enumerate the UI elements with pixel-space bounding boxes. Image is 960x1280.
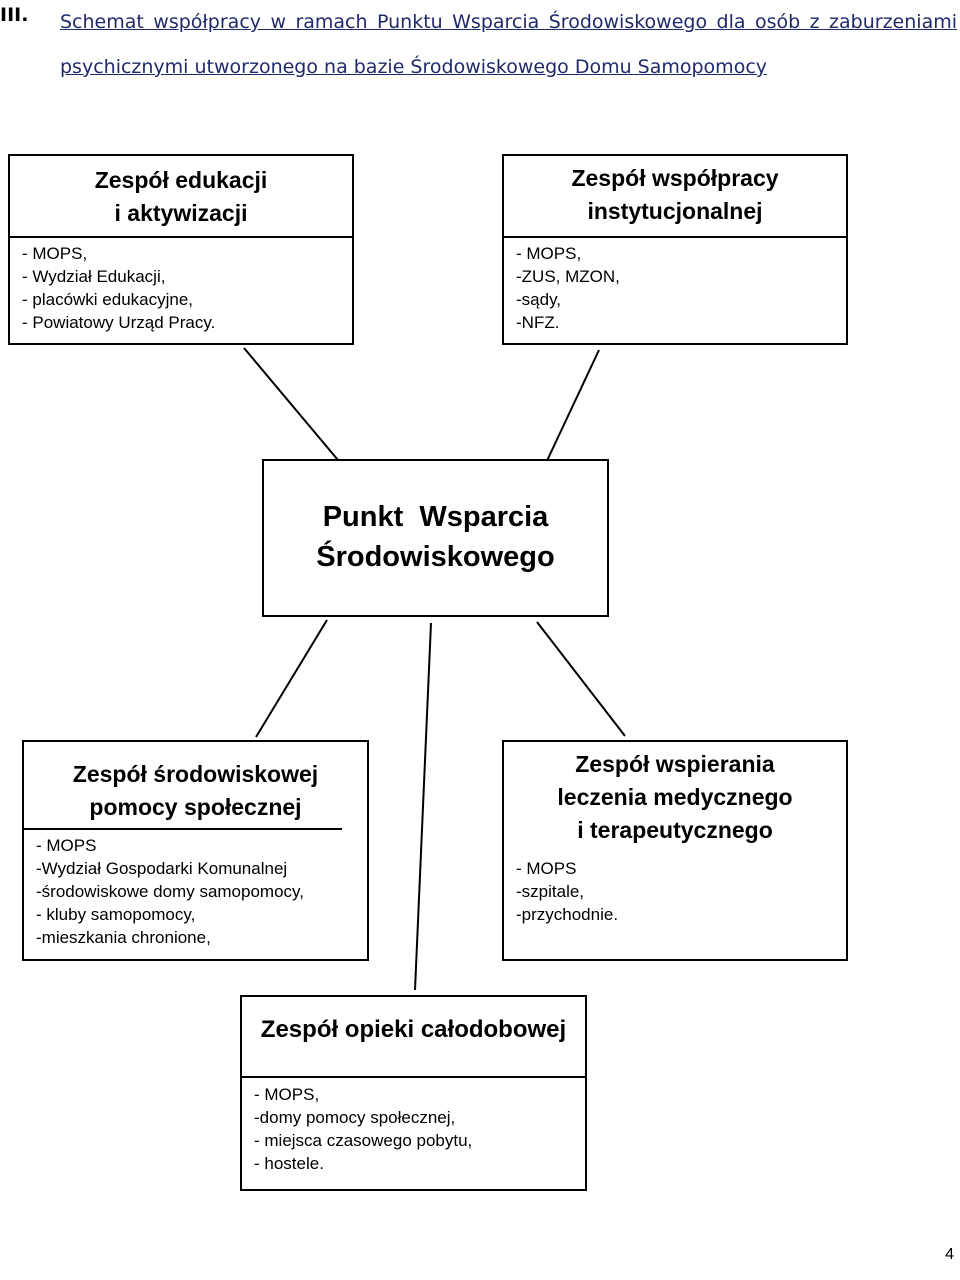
connector-opieka <box>414 622 432 991</box>
connector-edukacja <box>243 347 349 473</box>
box-leczenie-title-3: i terapeutycznego <box>577 817 773 843</box>
box-leczenie-item: -szpitale, <box>516 882 585 901</box>
box-instytucjonalna-title-2: instytucjonalnej <box>587 198 763 224</box>
box-edukacja: Zespół edukacji i aktywizacji - MOPS, - … <box>8 154 354 345</box>
center-title-line-1: Punkt Wsparcia <box>322 501 549 533</box>
box-srodowiskowa-list: - MOPS -Wydział Gospodarki Komunalnej -ś… <box>36 834 304 949</box>
box-srodowiskowa-title-1: Zespół środowiskowej <box>72 761 319 787</box>
section-title: Schemat współpracy w ramach Punktu Wspar… <box>60 11 957 78</box>
box-opieka: Zespół opieki całodobowej - MOPS, -domy … <box>240 995 587 1191</box>
box-edukacja-item: - placówki edukacyjne, <box>22 290 194 309</box>
box-srodowiskowa-item: - kluby samopomocy, <box>36 905 196 924</box>
box-opieka-separator <box>242 1076 585 1078</box>
box-srodowiskowa-item: -Wydział Gospodarki Komunalnej <box>36 859 288 878</box>
section-number: III. <box>0 4 29 26</box>
box-edukacja-separator <box>10 236 352 238</box>
center-title-line-2: Środowiskowego <box>316 541 555 573</box>
box-srodowiskowa-separator <box>24 828 342 830</box>
box-opieka-item: -domy pomocy społecznej, <box>254 1108 456 1127</box>
box-srodowiskowa-item: -mieszkania chronione, <box>36 928 211 947</box>
box-srodowiskowa: Zespół środowiskowej pomocy społecznej -… <box>22 740 369 961</box>
box-instytucjonalna-item: -ZUS, MZON, <box>516 267 620 286</box>
document-heading: III. Schemat współpracy w ramach Punktu … <box>0 0 960 130</box>
box-leczenie-title-2: leczenia medycznego <box>557 784 793 810</box>
box-instytucjonalna-item: -sądy, <box>516 290 562 309</box>
box-leczenie: Zespół wspierania leczenia medycznego i … <box>502 740 848 961</box>
box-instytucjonalna-separator <box>504 236 846 238</box>
box-punkt-wsparcia: Punkt Wsparcia Środowiskowego <box>262 459 609 617</box>
box-instytucjonalna-item: - MOPS, <box>516 244 582 263</box>
box-instytucjonalna-item: -NFZ. <box>516 313 560 332</box>
box-srodowiskowa-title-2: pomocy społecznej <box>89 794 302 820</box>
box-leczenie-item: - MOPS <box>516 859 577 878</box>
box-srodowiskowa-item: - MOPS <box>36 836 97 855</box>
connector-leczenie <box>536 621 626 737</box>
box-opieka-item: - MOPS, <box>254 1085 320 1104</box>
box-edukacja-item: - MOPS, <box>22 244 88 263</box>
box-leczenie-item: -przychodnie. <box>516 905 619 924</box>
center-title: Punkt Wsparcia Środowiskowego <box>264 497 607 577</box>
box-edukacja-item: - Wydział Edukacji, <box>22 267 166 286</box>
box-edukacja-title-2: i aktywizacji <box>114 200 248 226</box>
box-leczenie-title-1: Zespół wspierania <box>575 751 775 777</box>
page-number: 4 <box>945 1246 954 1263</box>
connector-instytucjonalna <box>544 349 600 466</box>
box-opieka-item: - miejsca czasowego pobytu, <box>254 1131 473 1150</box>
box-leczenie-list: - MOPS -szpitale, -przychodnie. <box>516 857 618 926</box>
box-edukacja-title-1: Zespół edukacji <box>94 167 268 193</box>
box-opieka-item: - hostele. <box>254 1154 324 1173</box>
box-instytucjonalna-title-1: Zespół współpracy <box>571 165 779 191</box>
box-instytucjonalna-list: - MOPS, -ZUS, MZON, -sądy, -NFZ. <box>516 242 620 334</box>
box-edukacja-item: - Powiatowy Urząd Pracy. <box>22 313 216 332</box>
box-edukacja-list: - MOPS, - Wydział Edukacji, - placówki e… <box>22 242 215 334</box>
box-srodowiskowa-item: -środowiskowe domy samopomocy, <box>36 882 304 901</box>
box-instytucjonalna: Zespół współpracy instytucjonalnej - MOP… <box>502 154 848 345</box>
box-opieka-list: - MOPS, -domy pomocy społecznej, - miejs… <box>254 1083 472 1175</box>
box-opieka-title: Zespół opieki całodobowej <box>260 1016 567 1043</box>
connector-srodowiskowa <box>255 619 328 738</box>
